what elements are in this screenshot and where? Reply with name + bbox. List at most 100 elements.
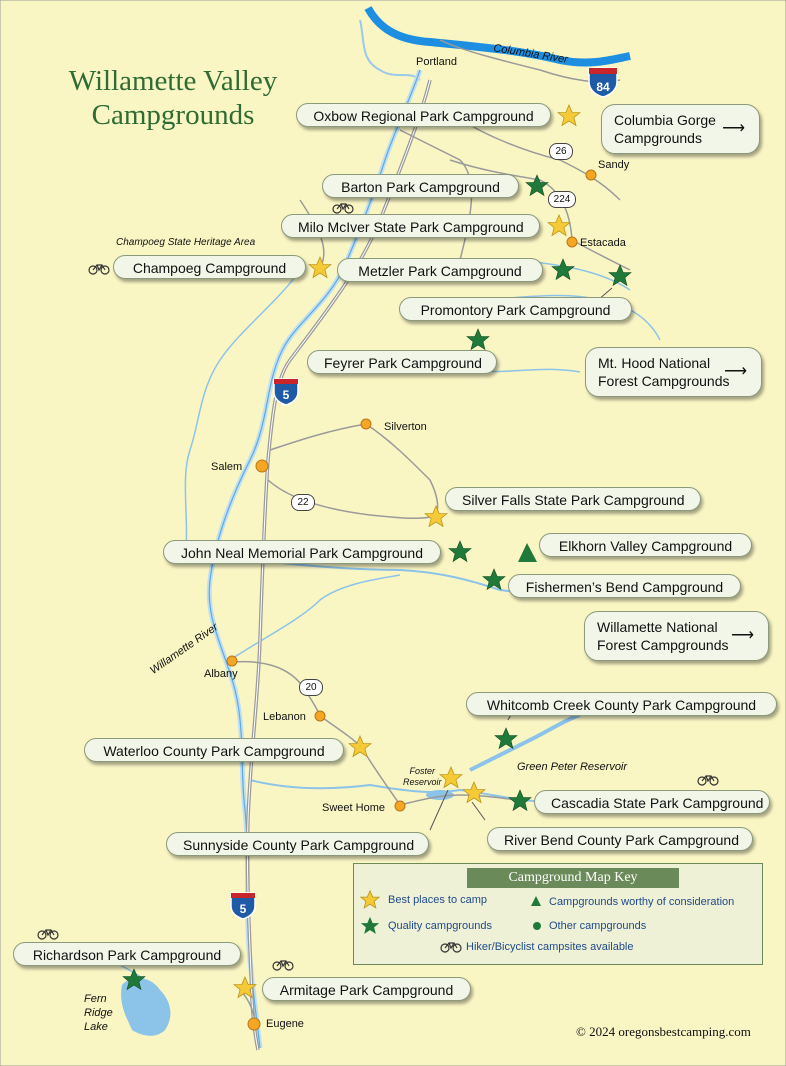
legend-quality-star-icon [360, 916, 380, 934]
i5-south-number: 5 [240, 902, 247, 916]
campground-label-champoeg[interactable]: Champoeg Campground [113, 255, 306, 279]
feyrer-marker [466, 328, 490, 350]
campground-label-fishermens-bend[interactable]: Fishermen’s Bend Campground [508, 574, 741, 598]
cascadia-marker [508, 789, 532, 811]
champoeg-marker [308, 256, 332, 278]
bicycle-icon-richardson [37, 929, 59, 940]
region-willamette-national[interactable]: Willamette National Forest Campgrounds ⟶ [584, 611, 769, 661]
campground-label-feyrer[interactable]: Feyrer Park Campground [307, 350, 497, 374]
map-title: Willamette Valley Campgrounds [48, 64, 298, 132]
campground-label-metzler[interactable]: Metzler Park Campground [337, 258, 543, 282]
region-willamette-line1: Willamette National [597, 619, 718, 635]
elkhorn-marker [518, 543, 537, 562]
route-22-shield: 22 [291, 494, 315, 511]
bicycle-icon-milo [332, 203, 354, 214]
sunnyside-marker [439, 766, 463, 788]
campground-label-whitcomb[interactable]: Whitcomb Creek County Park Campground [466, 692, 777, 716]
route-20-shield: 20 [299, 679, 323, 696]
map-legend: Campground Map Key Best places to camp Q… [353, 863, 763, 965]
campground-label-richardson[interactable]: Richardson Park Campground [13, 942, 241, 966]
estacada-dot [566, 236, 578, 248]
route-26-shield: 26 [549, 143, 573, 160]
metzler-marker [551, 258, 575, 280]
city-eugene: Eugene [266, 1018, 304, 1030]
campground-label-oxbow[interactable]: Oxbow Regional Park Campground [296, 103, 551, 127]
campground-label-john-neal[interactable]: John Neal Memorial Park Campground [163, 540, 441, 564]
fern-ridge-lake [121, 978, 171, 1036]
milo-mciver-marker [547, 214, 571, 236]
river-bend-marker [462, 781, 486, 803]
city-lebanon: Lebanon [263, 711, 306, 723]
oxbow-marker [557, 104, 581, 126]
campground-label-promontory[interactable]: Promontory Park Campground [399, 297, 632, 321]
legend-quality-label: Quality campgrounds [388, 920, 492, 932]
campground-label-river-bend[interactable]: River Bend County Park Campground [487, 827, 753, 851]
sweet-home-dot [394, 800, 406, 812]
champoeg-area-label: Champoeg State Heritage Area [116, 237, 256, 248]
i5-north-number: 5 [283, 388, 290, 402]
legend-circle-icon [533, 922, 541, 930]
legend-best-star-icon [360, 890, 380, 909]
city-portland: Portland [416, 56, 457, 68]
arrow-right-icon: ⟶ [731, 627, 754, 644]
legend-other-label: Other campgrounds [549, 920, 647, 932]
arrow-right-icon: ⟶ [722, 120, 745, 137]
region-columbia-gorge[interactable]: Columbia Gorge Campgrounds ⟶ [601, 104, 760, 154]
city-salem: Salem [211, 461, 243, 473]
legend-title: Campground Map Key [467, 868, 679, 888]
waterloo-marker [348, 735, 372, 757]
region-columbia-gorge-line2: Campgrounds [614, 130, 702, 146]
region-mt-hood-line2: Forest Campgrounds [598, 373, 730, 389]
sandy-dot [585, 169, 597, 181]
silver-falls-marker [424, 505, 448, 527]
city-estacada: Estacada [580, 237, 626, 249]
legend-consideration-label: Campgrounds worthy of consideration [549, 896, 735, 908]
campground-label-elkhorn[interactable]: Elkhorn Valley Campground [539, 533, 752, 557]
region-mt-hood[interactable]: Mt. Hood National Forest Campgrounds ⟶ [585, 347, 762, 397]
campground-label-waterloo[interactable]: Waterloo County Park Campground [84, 738, 344, 762]
richardson-marker [122, 968, 146, 990]
fishermens-bend-marker [482, 568, 506, 590]
campground-label-cascadia[interactable]: Cascadia State Park Campground [534, 790, 770, 814]
fern-line1: Fern [84, 993, 107, 1005]
legend-best-label: Best places to camp [388, 894, 488, 906]
city-sweet-home: Sweet Home [322, 802, 385, 814]
foster-reservoir-label: Foster Reservoir [403, 766, 442, 788]
fern-line2: Ridge [84, 1007, 113, 1019]
region-columbia-gorge-line1: Columbia Gorge [614, 112, 716, 128]
campground-label-milo-mciver[interactable]: Milo McIver State Park Campground [281, 214, 540, 238]
foster-line2: Reservoir [403, 777, 442, 787]
bicycle-icon-cascadia [697, 775, 719, 786]
campground-label-sunnyside[interactable]: Sunnyside County Park Campground [166, 832, 429, 856]
copyright: © 2024 oregonsbestcamping.com [576, 1024, 751, 1039]
map-title-line1: Willamette Valley [68, 65, 278, 97]
whitcomb-marker [494, 727, 518, 749]
lebanon-dot [314, 710, 326, 722]
albany-dot [226, 655, 238, 667]
foster-line1: Foster [409, 766, 436, 776]
interstate-84-shield: 84 [588, 67, 618, 98]
fern-line3: Lake [84, 1021, 108, 1033]
bicycle-icon-armitage [272, 960, 294, 971]
arrow-right-icon: ⟶ [724, 363, 747, 380]
city-sandy: Sandy [598, 159, 630, 171]
region-willamette-line2: Forest Campgrounds [597, 637, 729, 653]
legend-bike-label: Hiker/Bicyclist campsites available [466, 941, 634, 953]
campground-label-armitage[interactable]: Armitage Park Campground [262, 977, 471, 1001]
armitage-marker [233, 976, 257, 998]
campground-label-barton[interactable]: Barton Park Campground [322, 174, 519, 198]
barton-marker [525, 174, 549, 196]
salem-dot [255, 459, 269, 473]
silverton-dot [360, 418, 372, 430]
bicycle-icon-champoeg [88, 264, 110, 275]
i84-number: 84 [596, 80, 610, 94]
region-mt-hood-line1: Mt. Hood National [598, 355, 711, 371]
map-title-line2: Campgrounds [91, 99, 255, 131]
campground-label-silver-falls[interactable]: Silver Falls State Park Campground [445, 487, 701, 511]
city-albany: Albany [204, 668, 238, 680]
legend-triangle-icon [531, 896, 541, 906]
interstate-5-shield-north: 5 [273, 378, 299, 406]
